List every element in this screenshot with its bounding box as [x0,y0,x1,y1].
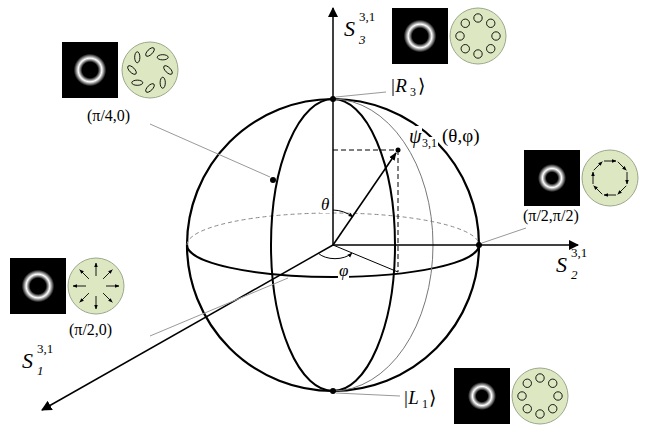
axis-subscript: 2 [571,268,578,281]
polarization-mark [487,19,495,27]
polarization-mark [160,77,165,88]
polarization-mark [604,161,616,162]
polarization-mark [157,55,168,60]
polarization-mark [80,293,89,302]
polarization-mark [474,50,482,58]
axis-superscript: 3,1 [37,342,53,355]
polarization-mark [456,32,464,40]
polarization-mark [594,186,602,194]
polarization-mark [474,14,482,22]
state-label: ⟩ [428,388,437,407]
axis-symbol: S [556,254,567,276]
polarization-mark [549,379,557,387]
point-coordinates: (π/4,0) [86,108,131,124]
polarization-mark [549,405,557,413]
state-subscript: 3 [409,86,417,98]
polarization-mark [593,172,594,184]
axis-subscript: 1 [37,364,44,377]
polarization-mark [518,392,526,400]
polarization-mark [106,286,119,287]
polarization-mark [103,293,112,302]
axis-symbol: S [22,350,33,372]
polarization-mark [594,162,602,170]
polarization-mark [73,286,86,287]
polarization-mark [523,379,531,387]
polarization-mark [627,172,628,184]
point-coordinates: (π/2,π/2) [522,208,580,224]
polarization-mark [103,270,112,279]
polarization-mark [132,80,143,85]
state-label: ⟩ [417,76,426,95]
polarization-mark [96,296,97,309]
axis-superscript: 3,1 [359,10,375,23]
axis-subscript: 3 [359,33,366,46]
angle-label: θ [320,196,330,213]
polarization-mark [162,64,173,75]
polarization-mark [96,263,97,276]
polarization-mark [492,32,500,40]
axis-superscript: 3,1 [571,246,587,259]
polarization-mark [536,374,544,382]
polarization-mark [80,270,89,279]
polarization-mark [604,195,616,196]
state-label: |R [389,76,408,95]
point-coordinates: (π/2,0) [68,322,113,338]
polarization-mark [618,186,626,194]
polarization-mark [536,410,544,418]
axis-symbol: S [344,18,355,40]
polarization-mark [126,64,137,75]
polarization-mark [618,162,626,170]
polarization-mark [461,45,469,53]
state-label: |L [402,388,420,407]
polarization-mark [135,52,140,63]
polarization-mark [487,45,495,53]
polarization-mark [523,405,531,413]
polarization-mark [144,82,155,93]
polarization-mark [144,46,155,57]
state-subscript: 3,1 [421,137,438,149]
angle-label: φ [338,262,349,279]
polarization-mark [461,19,469,27]
state-angles: (θ,φ) [441,126,480,145]
polarization-mark [554,392,562,400]
